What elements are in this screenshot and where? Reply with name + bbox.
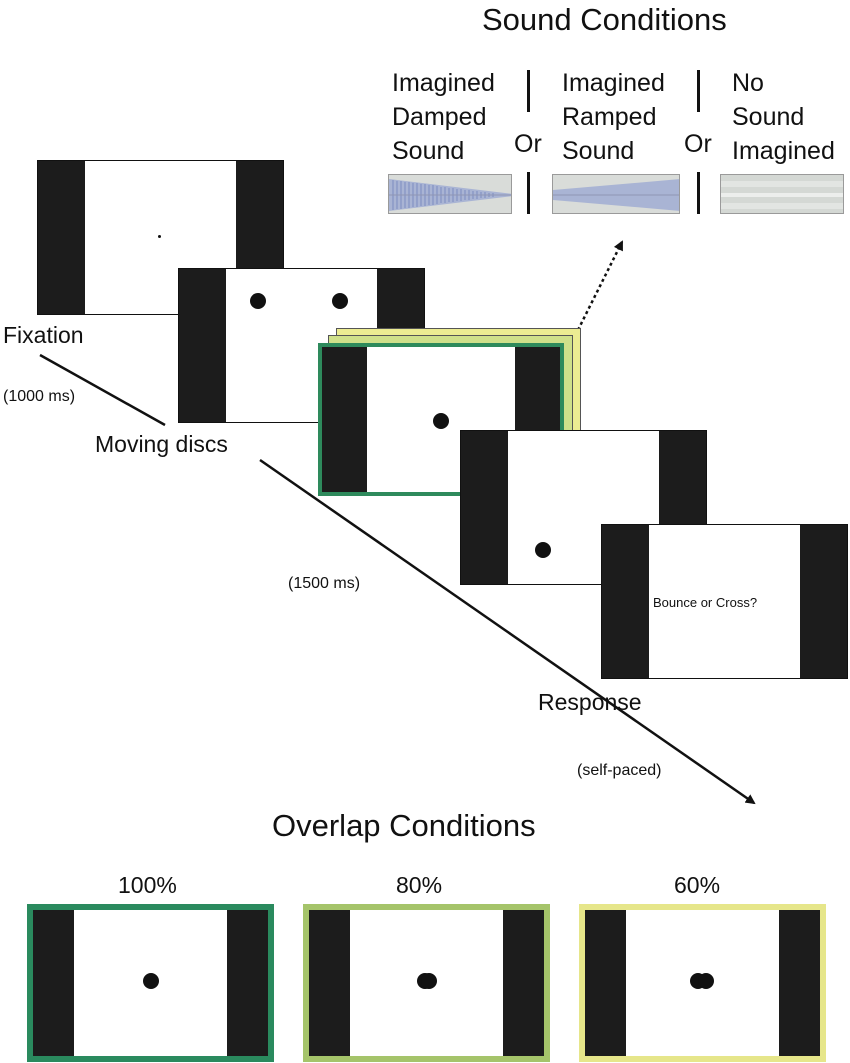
disc-left (535, 542, 551, 558)
overlap-conditions-title: Overlap Conditions (272, 808, 536, 843)
left-bar (602, 525, 649, 678)
or-label-1: Or (514, 130, 542, 158)
fixation-duration: (1000 ms) (3, 388, 76, 405)
overlap-60-label: 60% (674, 872, 721, 898)
disc-full-overlap (143, 973, 159, 989)
sound-condition-ramped-line2: Ramped (562, 103, 657, 131)
main-timeline-arrow (259, 458, 756, 805)
overlap-100-screen (27, 904, 274, 1062)
left-bar (33, 910, 74, 1056)
right-bar (779, 910, 820, 1056)
separator-top-1 (527, 70, 530, 112)
response-label: Response (538, 689, 642, 715)
sound-condition-damped-line2: Damped (392, 103, 487, 131)
sound-conditions-title: Sound Conditions (482, 2, 727, 37)
left-bar (309, 910, 350, 1056)
response-prompt: Bounce or Cross? (653, 595, 758, 610)
disc-b (421, 973, 437, 989)
moving-discs-duration: (1500 ms) (288, 575, 361, 592)
separator-bottom-1 (527, 172, 530, 214)
left-bar (461, 431, 508, 584)
sound-condition-none-line1: No (732, 69, 764, 97)
sound-condition-ramped-line3: Sound (562, 137, 635, 165)
sound-condition-none-label: No Sound Imagined (732, 66, 835, 168)
left-bar (322, 347, 367, 492)
damped-waveform (388, 174, 512, 214)
overlap-100-label: 100% (118, 872, 177, 898)
left-bar (38, 161, 85, 314)
overlap-80-label: 80% (396, 872, 443, 898)
overlap-60-screen (579, 904, 826, 1062)
sound-link-dotted-arrow (576, 240, 624, 331)
disc-right (332, 293, 348, 309)
disc-left (250, 293, 266, 309)
sound-condition-damped-line1: Imagined (392, 69, 495, 97)
fixation-label: Fixation (3, 322, 84, 348)
response-duration: (self-paced) (577, 762, 662, 779)
sound-condition-damped-line3: Sound (392, 137, 465, 165)
or-label-2: Or (684, 130, 712, 158)
moving-discs-label: Moving discs (95, 431, 228, 457)
disc-b (698, 973, 714, 989)
ramped-waveform (552, 174, 680, 214)
no-sound-waveform (720, 174, 844, 214)
sound-condition-ramped-line1: Imagined (562, 69, 665, 97)
separator-bottom-2 (697, 172, 700, 214)
fixation-timeline-line (39, 353, 166, 427)
sound-condition-ramped-label: Imagined Ramped Sound (562, 66, 665, 168)
sound-condition-none-line3: Imagined (732, 137, 835, 165)
right-bar (800, 525, 847, 678)
right-bar (227, 910, 268, 1056)
right-bar (503, 910, 544, 1056)
fixation-dot (158, 235, 161, 238)
left-bar (585, 910, 626, 1056)
response-screen: Bounce or Cross? (601, 524, 848, 679)
disc-center (433, 413, 449, 429)
left-bar (179, 269, 226, 422)
sound-condition-none-line2: Sound (732, 103, 805, 131)
separator-top-2 (697, 70, 700, 112)
overlap-80-screen (303, 904, 550, 1062)
sound-condition-damped-label: Imagined Damped Sound (392, 66, 495, 168)
